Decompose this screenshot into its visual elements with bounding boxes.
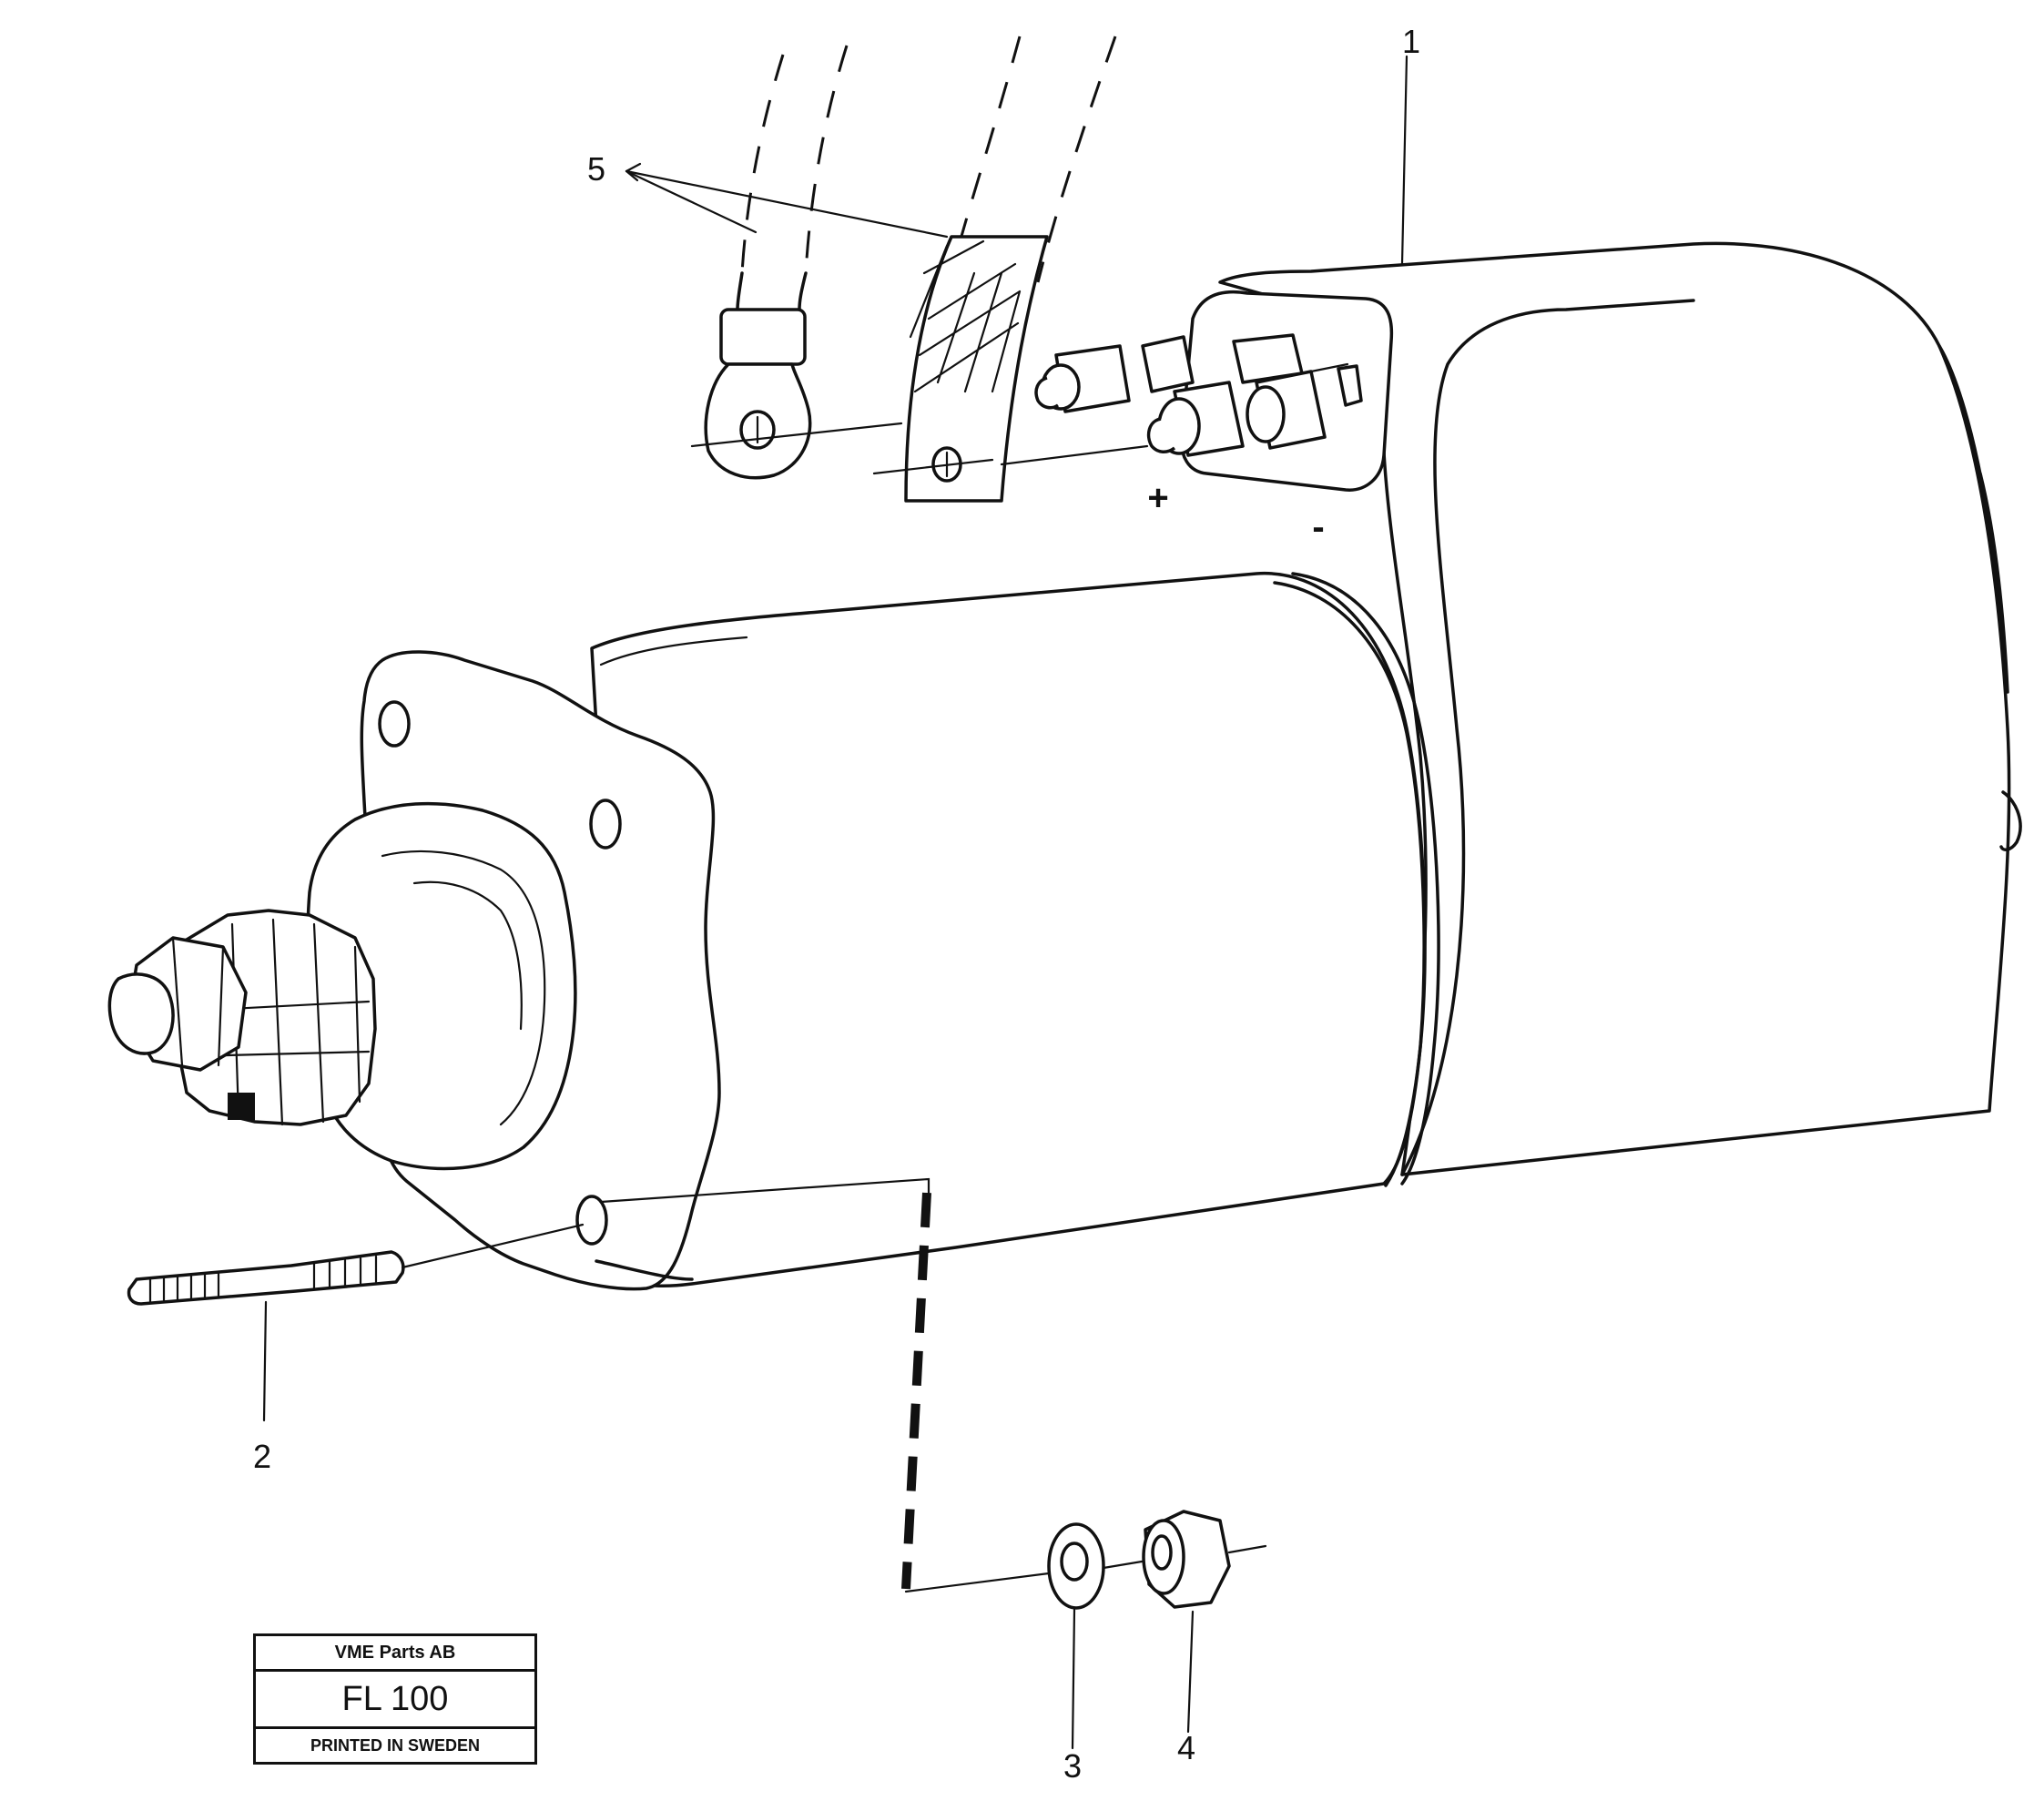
callout-3: 3 <box>1063 1747 1082 1785</box>
title-block-code: FL 100 <box>256 1672 534 1729</box>
assembly-line <box>599 1177 1144 1593</box>
pinion-shadow <box>228 1093 255 1120</box>
cable-sleeve <box>719 308 807 366</box>
callout-4: 4 <box>1177 1729 1195 1766</box>
terminal-studs <box>1000 333 1363 466</box>
mounting-stud <box>127 1223 585 1306</box>
flange-hole-bottom <box>575 1195 608 1246</box>
terminal-negative-sign: - <box>1312 507 1324 547</box>
hex-nut <box>1142 1510 1267 1609</box>
title-block: VME Parts AB FL 100 PRINTED IN SWEDEN <box>253 1633 537 1765</box>
callout-2: 2 <box>253 1438 271 1475</box>
leader-lines <box>262 55 1408 1750</box>
terminal-positive-sign: + <box>1147 478 1168 518</box>
callout-5: 5 <box>587 150 605 188</box>
washer <box>1047 1522 1105 1610</box>
battery-cables <box>690 36 1117 503</box>
flange-hole-top <box>378 700 411 748</box>
motor-barrel <box>590 571 1440 1288</box>
title-block-printed: PRINTED IN SWEDEN <box>310 1736 480 1755</box>
title-block-company: VME Parts AB <box>256 1636 534 1672</box>
shaft-nut <box>107 936 248 1072</box>
flange-hole-middle <box>589 799 622 850</box>
callout-1: 1 <box>1402 23 1420 60</box>
